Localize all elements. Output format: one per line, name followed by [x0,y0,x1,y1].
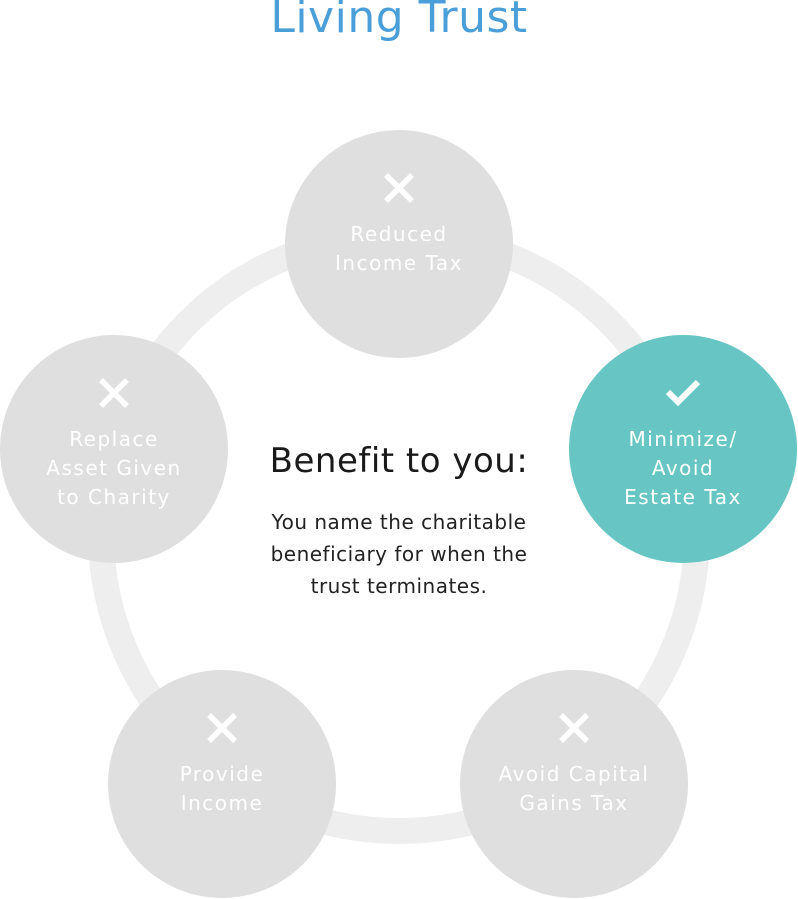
benefit-label: Replace Asset Given to Charity [46,427,182,509]
benefit-node-provide-income: Provide Income [108,670,336,898]
benefit-node-replace-asset: Replace Asset Given to Charity [0,335,228,563]
x-icon [207,713,237,743]
benefit-node-reduced-income-tax: Reduced Income Tax [285,130,513,358]
x-icon [384,173,414,203]
benefit-label: Reduced Income Tax [335,222,463,275]
x-icon [99,378,129,408]
diagram-title: Living Trust [270,0,528,43]
check-icon [665,379,701,407]
center-description: You name the charitable beneficiary for … [270,510,528,598]
benefit-node-avoid-capital-gains-tax: Avoid Capital Gains Tax [460,670,688,898]
x-icon [559,713,589,743]
benefit-node-minimize-estate-tax: Minimize/ Avoid Estate Tax [569,335,797,563]
benefit-label: Provide Income [179,762,265,815]
benefit-label: Minimize/ Avoid Estate Tax [624,427,742,509]
center-heading: Benefit to you: [269,441,529,481]
benefit-label: Avoid Capital Gains Tax [498,762,650,815]
